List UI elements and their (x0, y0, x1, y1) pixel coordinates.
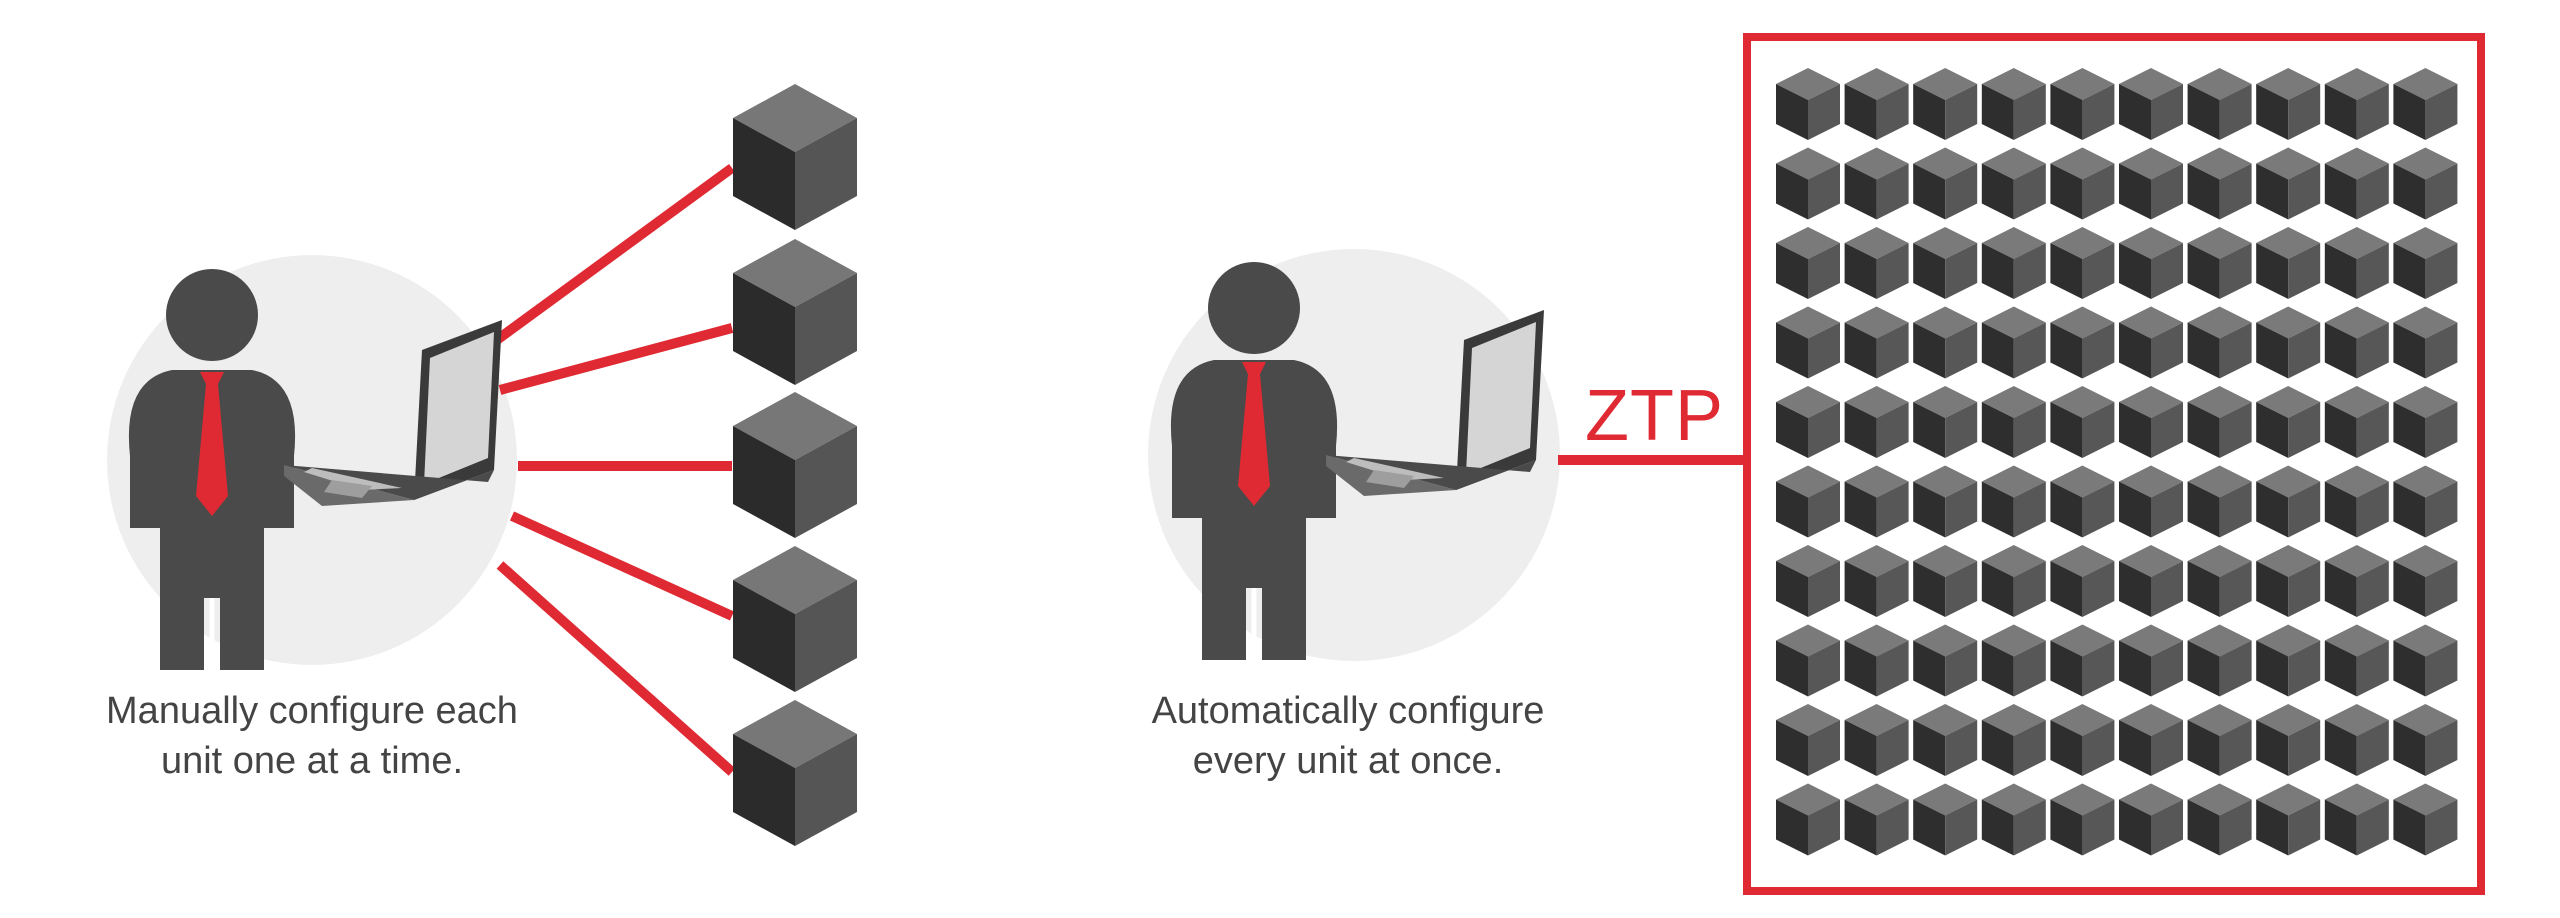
right-scene (1148, 33, 2485, 895)
connection-line (496, 561, 736, 776)
manual-config-caption: Manually configure each unit one at a ti… (32, 686, 592, 786)
cube-device-icon (733, 700, 857, 846)
ztp-label: ZTP (1585, 376, 1724, 456)
manual-caption-line-1: Manually configure each (106, 690, 518, 732)
connection-line (498, 323, 734, 395)
person-with-tie-icon (128, 269, 296, 670)
laptop-icon (284, 320, 502, 506)
manual-caption-line-2: unit one at a time. (160, 740, 464, 782)
cube-device-icon (733, 546, 857, 692)
cube-device-icon (733, 392, 857, 538)
auto-caption-line-2: every unit at once. (1192, 740, 1504, 782)
connection-line (509, 511, 735, 621)
left-device-column (733, 84, 857, 846)
person-with-tie-icon (1170, 262, 1338, 660)
connection-line (487, 163, 735, 350)
cube-device-icon (733, 239, 857, 385)
auto-config-caption: Automatically configure every unit at on… (1068, 686, 1628, 786)
auto-caption-line-1: Automatically configure (1151, 690, 1545, 732)
laptop-icon (1326, 310, 1544, 496)
cube-device-icon (733, 84, 857, 230)
left-connection-lines (487, 163, 736, 776)
left-scene (107, 84, 857, 846)
